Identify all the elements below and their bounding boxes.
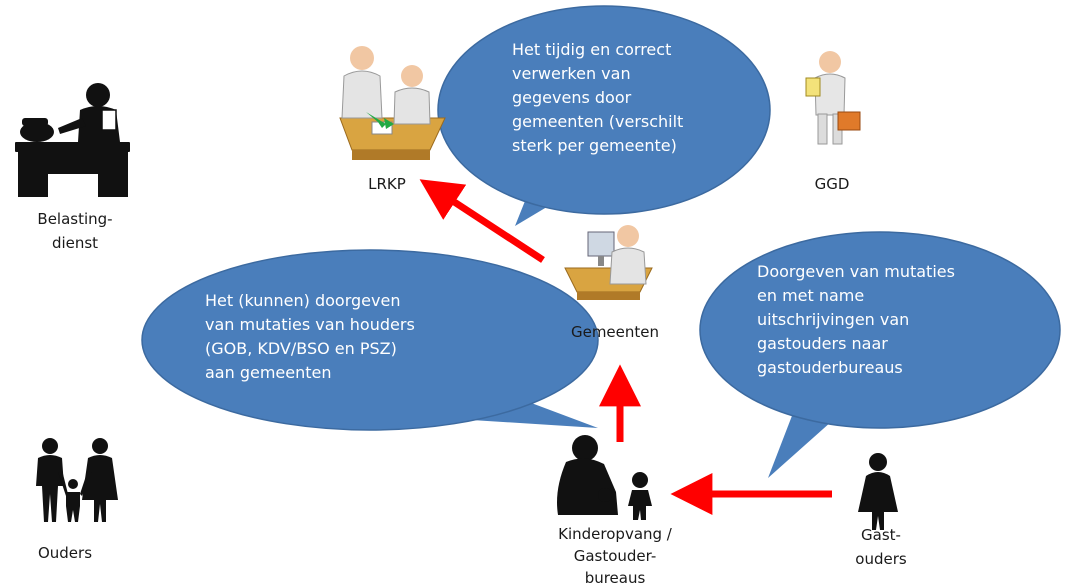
clerk-at-desk-icon — [15, 83, 130, 197]
meeting-at-table-icon — [339, 46, 446, 160]
speech-bubble-gemeenten-processing — [437, 5, 771, 226]
label-belastingdienst: Belasting- dienst — [37, 210, 113, 252]
bubble-text-gemeenten-processing: Het tijdig en correct verwerken van gege… — [512, 40, 684, 155]
arrow-gemeenten-to-lrkp — [419, 179, 545, 263]
speech-bubble-gastouders-mutations — [699, 231, 1061, 478]
label-gemeenten: Gemeenten — [570, 323, 660, 341]
woman-silhouette-icon — [858, 453, 898, 530]
caregiver-with-children-icon — [557, 435, 652, 520]
label-lrkp: LRKP — [368, 175, 406, 193]
bubble-text-gastouders-mutations: Doorgeven van mutaties en met name uitsc… — [757, 262, 955, 377]
label-ggd: GGD — [814, 175, 850, 193]
label-kinderopvang: Kinderopvang / Gastouder- bureaus — [558, 525, 672, 587]
family-silhouette-icon — [36, 438, 118, 522]
inspector-with-briefcase-icon — [805, 51, 861, 145]
speech-bubble-houders-mutations — [141, 249, 599, 431]
label-ouders: Ouders — [37, 544, 93, 562]
bubble-text-houders-mutations: Het (kunnen) doorgeven van mutaties van … — [205, 291, 415, 382]
official-at-computer-icon — [564, 225, 653, 300]
label-gastouders: Gast- ouders — [855, 526, 907, 568]
